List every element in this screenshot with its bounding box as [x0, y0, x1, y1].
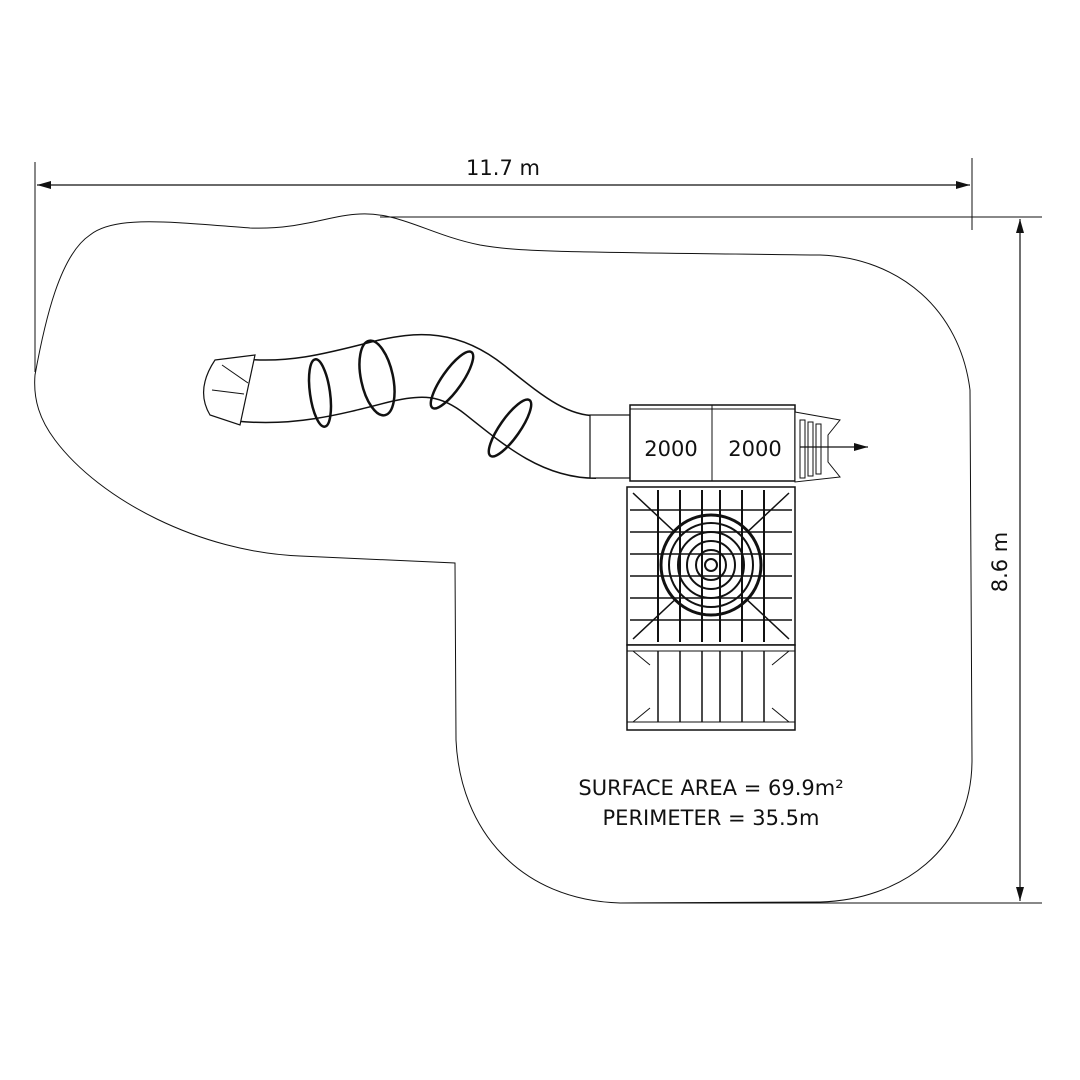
- platform-height-1: 2000: [644, 437, 697, 461]
- surface-area-label: SURFACE AREA = 69.9m²: [578, 776, 843, 800]
- depth-label: 8.6 m: [988, 532, 1012, 593]
- width-dimension: 11.7 m: [34, 156, 973, 372]
- climbing-net: [626, 486, 796, 646]
- slide-exit-section: [589, 414, 631, 479]
- lower-frame: [626, 644, 796, 731]
- platforms: 2000 2000: [629, 404, 796, 482]
- depth-dimension: 8.6 m: [380, 216, 1042, 904]
- perimeter-label: PERIMETER = 35.5m: [603, 806, 820, 830]
- platform-height-2: 2000: [728, 437, 781, 461]
- tube-slide: [203, 333, 631, 479]
- safety-surface-boundary: [34, 213, 973, 904]
- slide-entry-hood: [203, 354, 256, 426]
- exit-chute: [794, 411, 868, 483]
- width-label: 11.7 m: [466, 156, 540, 180]
